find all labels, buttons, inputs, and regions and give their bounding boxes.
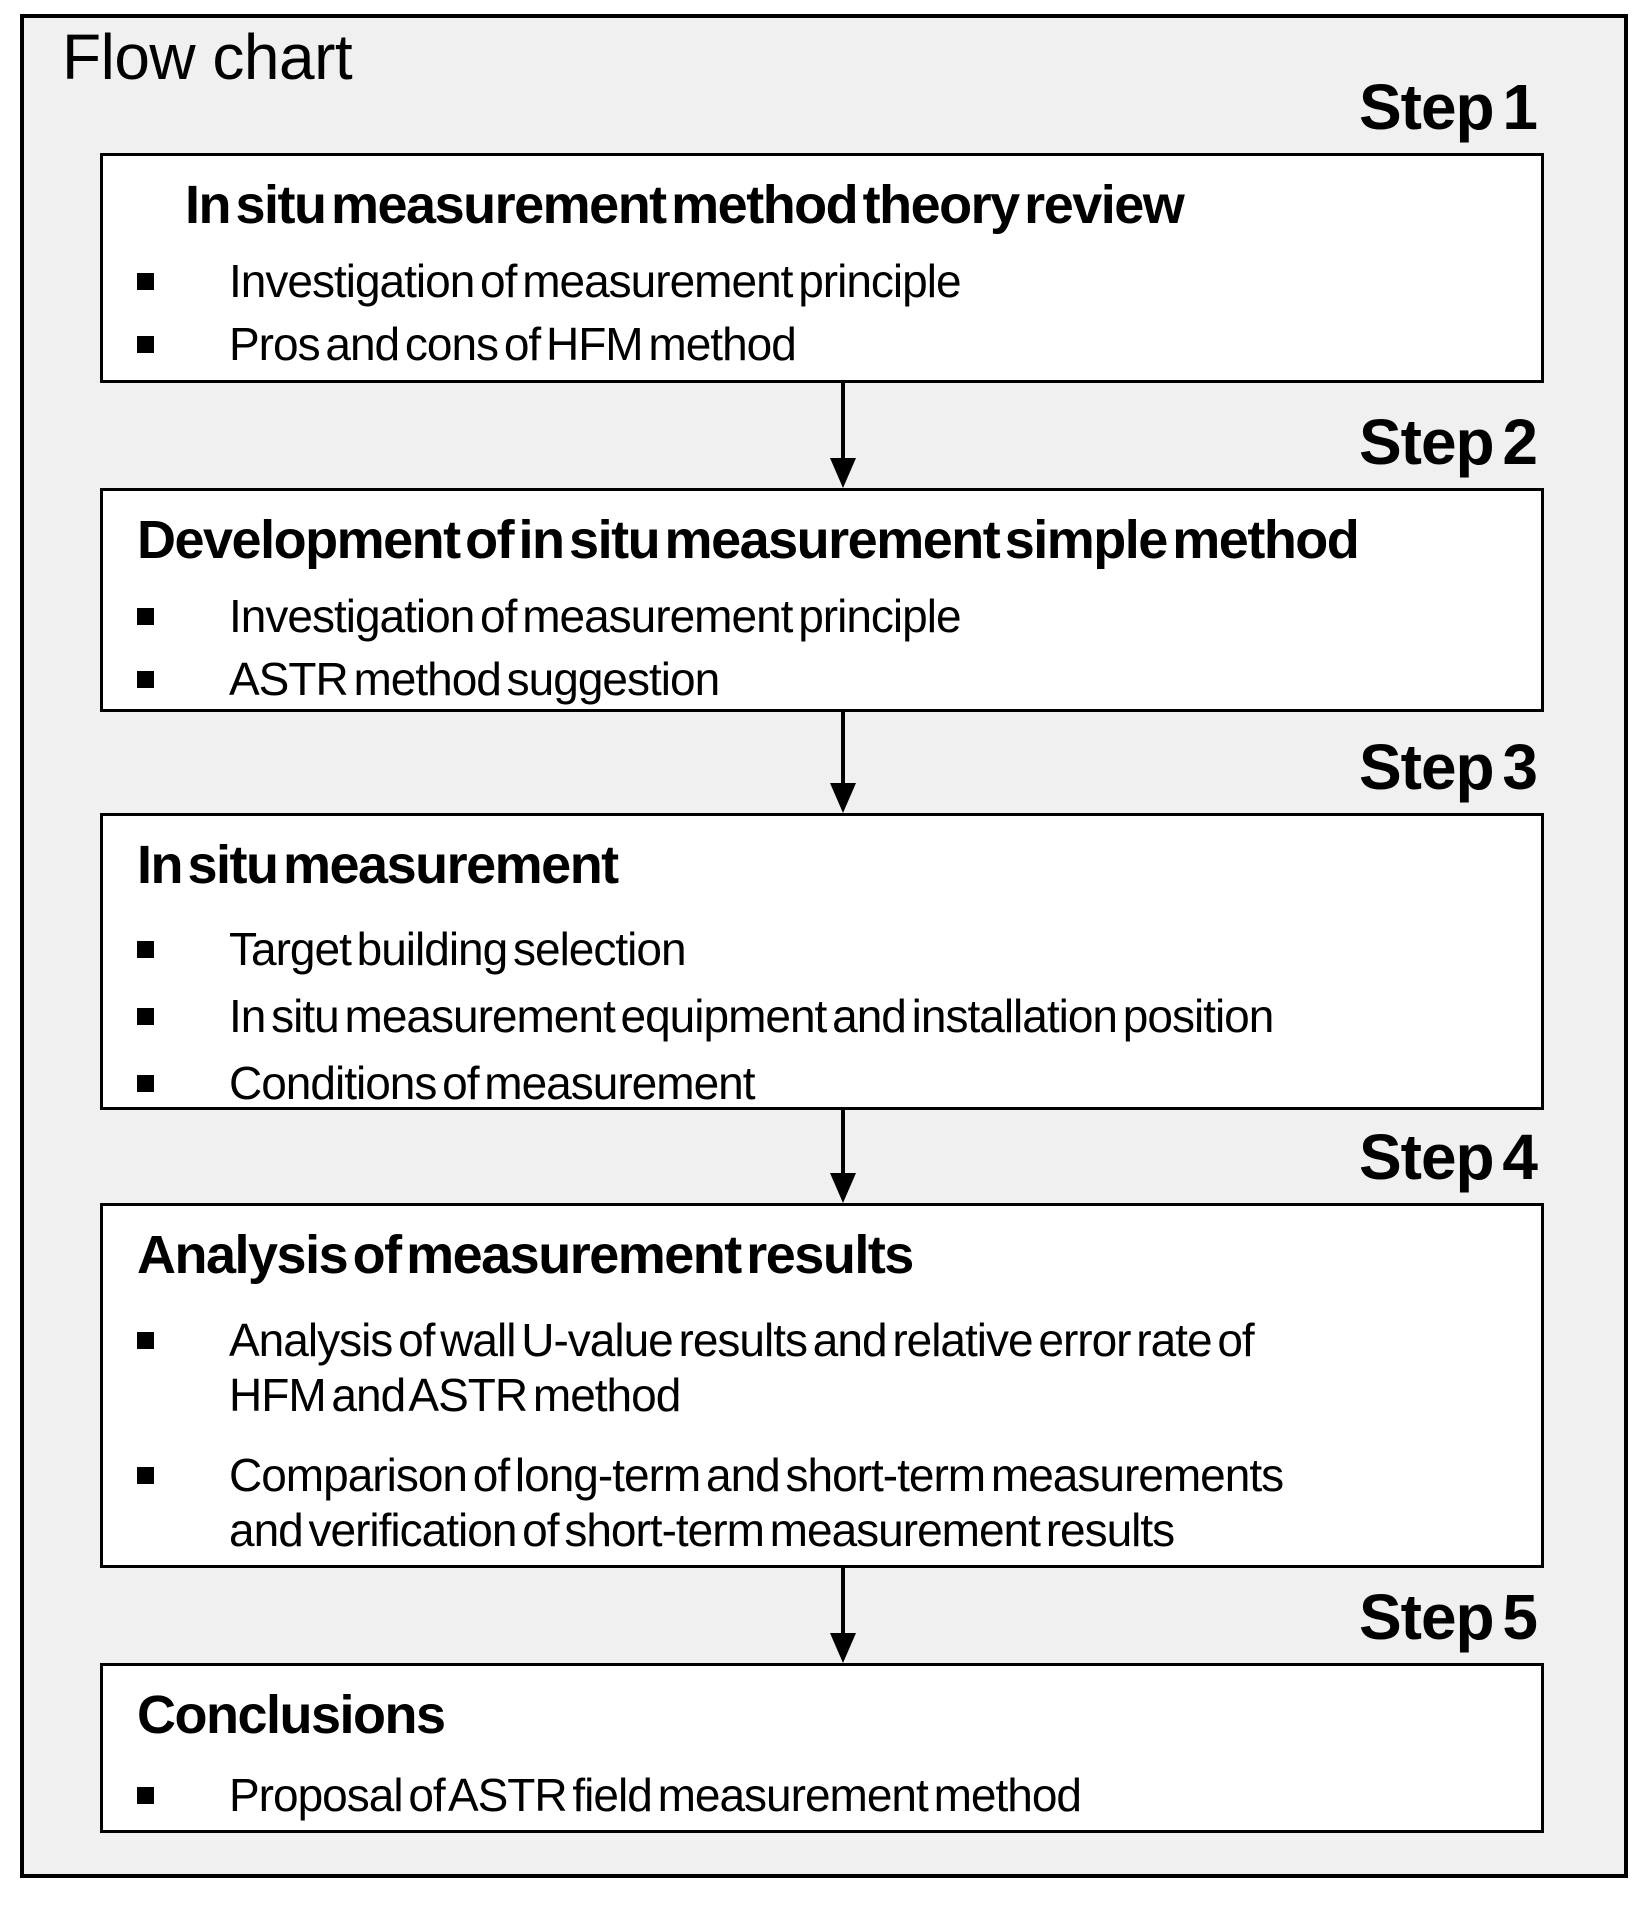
arrow-head-icon bbox=[830, 1173, 856, 1203]
bullet-text: ASTR method suggestion bbox=[229, 653, 720, 705]
bullet-icon bbox=[137, 652, 229, 688]
step-label-5: Step 5 bbox=[1358, 1581, 1538, 1653]
bullet-icon bbox=[137, 1056, 229, 1092]
step-box-5: Conclusions Proposal of ASTR field measu… bbox=[100, 1663, 1544, 1833]
bullet-text: Target building selection bbox=[229, 923, 687, 975]
bullet-text: Investigation of measurement principle bbox=[229, 255, 962, 307]
bullet-row: Pros and cons of HFM method bbox=[137, 317, 1529, 372]
bullet-row: Investigation of measurement principle bbox=[137, 589, 1529, 644]
step-label-1: Step 1 bbox=[1358, 71, 1538, 143]
arrow-line bbox=[841, 712, 845, 787]
arrow-head-icon bbox=[830, 458, 856, 488]
step-box-3: In situ measurement Target building sele… bbox=[100, 813, 1544, 1110]
bullet-icon bbox=[137, 989, 229, 1025]
bullet-row: ASTR method suggestion bbox=[137, 652, 1529, 707]
bullet-icon bbox=[137, 589, 229, 625]
bullet-row: Analysis of wall U-value results and rel… bbox=[137, 1313, 1529, 1423]
step-1-heading: In situ measurement method theory review bbox=[185, 175, 1185, 235]
step-label-4: Step 4 bbox=[1358, 1121, 1538, 1193]
bullet-icon bbox=[137, 254, 229, 290]
bullet-text: Conditions of measurement bbox=[229, 1057, 756, 1109]
bullet-text: Investigation of measurement principle bbox=[229, 590, 962, 642]
bullet-row: Target building selection bbox=[137, 922, 1529, 977]
bullet-row: Investigation of measurement principle bbox=[137, 254, 1529, 309]
flow-arrow-3 bbox=[830, 1110, 856, 1203]
flow-arrow-1 bbox=[830, 383, 856, 488]
step-4-heading: Analysis of measurement results bbox=[137, 1225, 914, 1285]
bullet-icon bbox=[137, 317, 229, 353]
step-5-heading: Conclusions bbox=[137, 1685, 446, 1745]
bullet-text: Pros and cons of HFM method bbox=[229, 318, 797, 370]
step-box-2: Development of in situ measurement simpl… bbox=[100, 488, 1544, 712]
arrow-head-icon bbox=[830, 1633, 856, 1663]
flow-arrow-4 bbox=[830, 1568, 856, 1663]
step-2-heading: Development of in situ measurement simpl… bbox=[137, 510, 1360, 570]
step-box-4: Analysis of measurement results Analysis… bbox=[100, 1203, 1544, 1568]
arrow-line bbox=[841, 1568, 845, 1637]
bullet-row: In situ measurement equipment and instal… bbox=[137, 989, 1529, 1044]
step-3-heading: In situ measurement bbox=[137, 835, 619, 895]
arrow-line bbox=[841, 1110, 845, 1177]
bullet-icon bbox=[137, 1313, 229, 1349]
page-title: Flow chart bbox=[62, 21, 353, 93]
bullet-text: Comparison of long-term and short-term m… bbox=[229, 1449, 1284, 1556]
bullet-text: Analysis of wall U-value results and rel… bbox=[229, 1314, 1255, 1421]
flow-arrow-2 bbox=[830, 712, 856, 813]
step-box-1: In situ measurement method theory review… bbox=[100, 153, 1544, 383]
step-label-2: Step 2 bbox=[1358, 406, 1538, 478]
bullet-text: In situ measurement equipment and instal… bbox=[229, 990, 1274, 1042]
bullet-icon bbox=[137, 1768, 229, 1804]
step-label-3: Step 3 bbox=[1358, 731, 1538, 803]
bullet-icon bbox=[137, 1448, 229, 1484]
bullet-icon bbox=[137, 922, 229, 958]
bullet-row: Conditions of measurement bbox=[137, 1056, 1529, 1111]
arrow-line bbox=[841, 383, 845, 462]
arrow-head-icon bbox=[830, 783, 856, 813]
bullet-row: Comparison of long-term and short-term m… bbox=[137, 1448, 1529, 1558]
bullet-text: Proposal of ASTR field measurement metho… bbox=[229, 1769, 1082, 1821]
bullet-row: Proposal of ASTR field measurement metho… bbox=[137, 1768, 1529, 1823]
